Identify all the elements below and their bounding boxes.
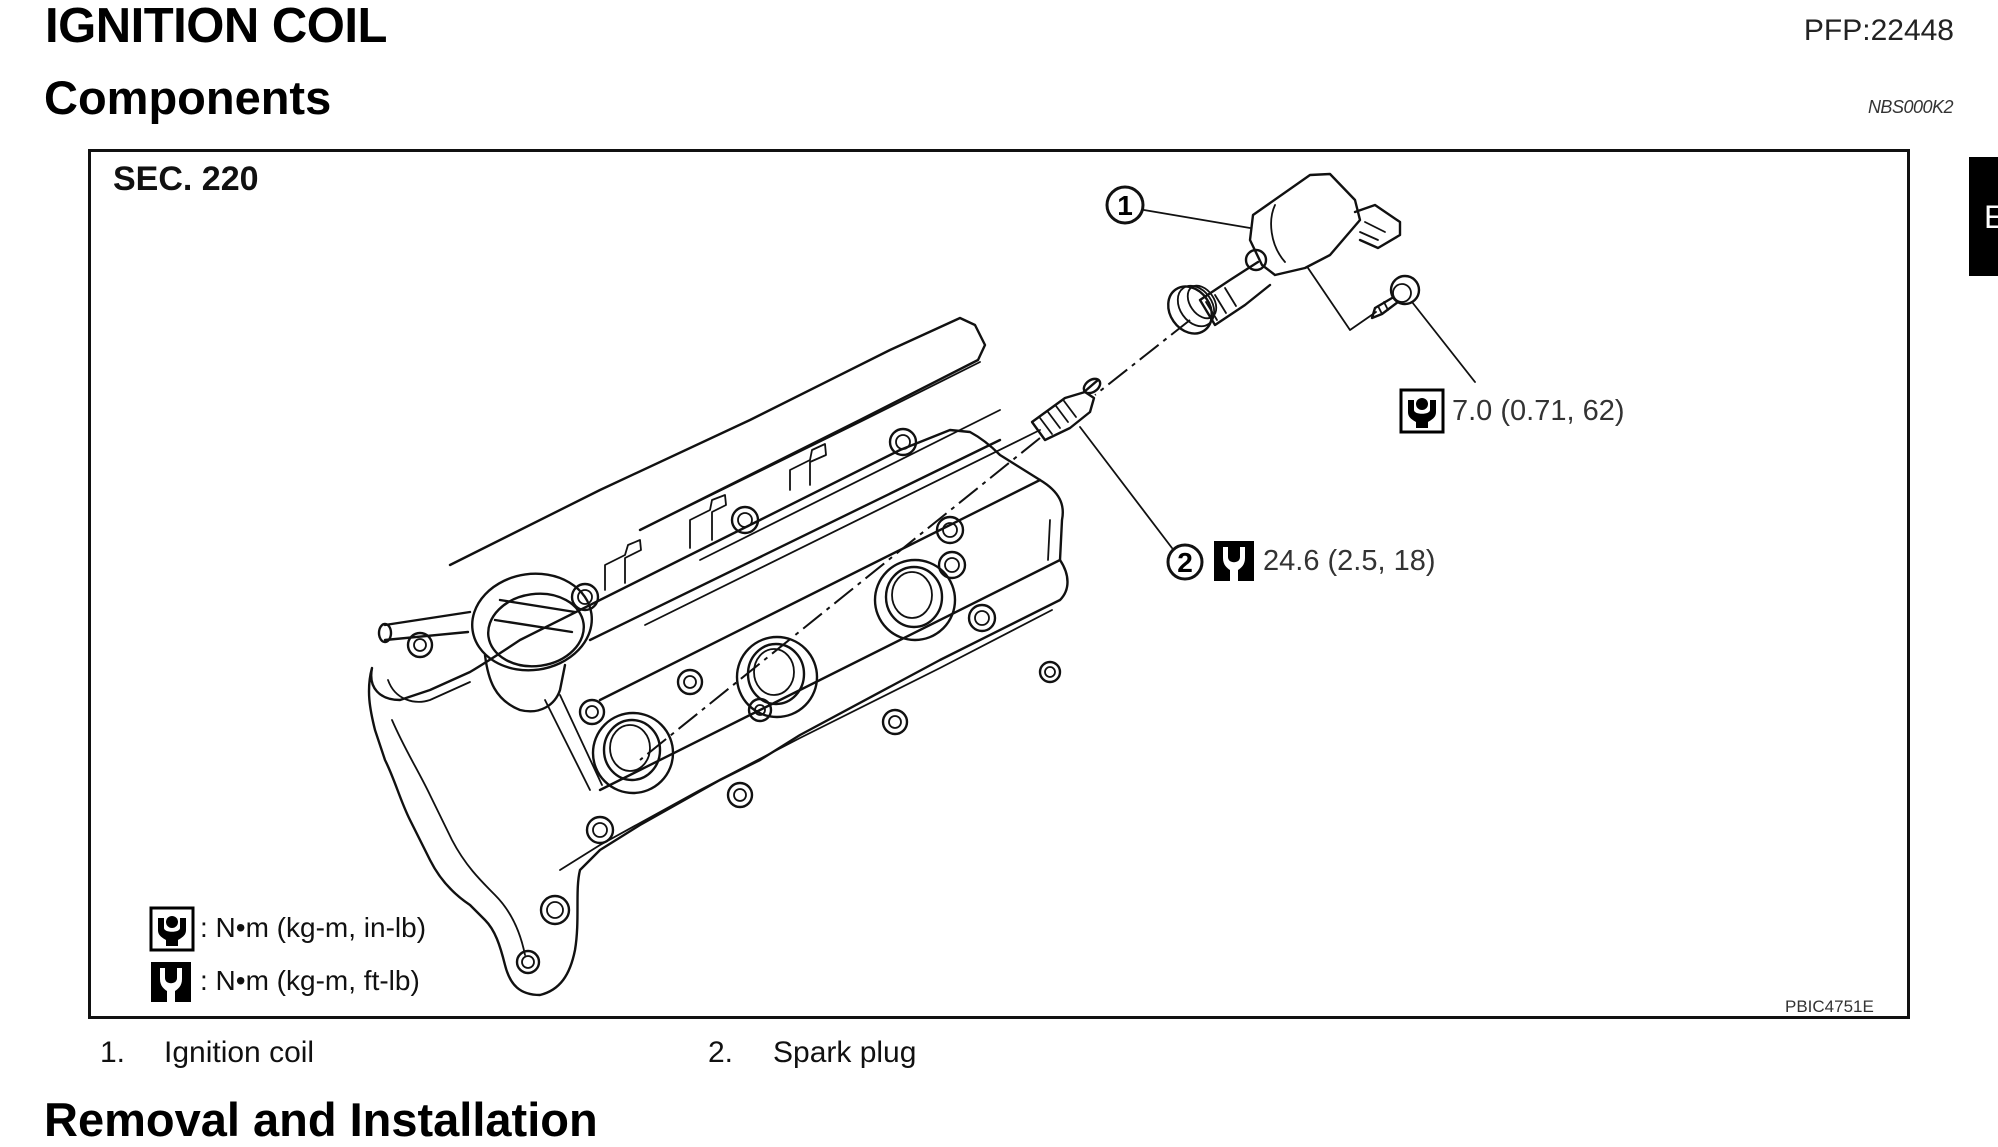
callout-1: 1 [1105, 185, 1251, 229]
ignition-coil-drawing [1167, 172, 1402, 335]
torque-in-lb-icon [1399, 388, 1445, 434]
figure-frame [88, 149, 1910, 1019]
figure-code: PBIC4751E [1785, 997, 1874, 1016]
assembly-centerline [639, 319, 1191, 761]
caption-2-number: 2. [708, 1036, 734, 1069]
side-section-tab[interactable]: E [1969, 157, 1998, 276]
bolt-leader [1411, 301, 1476, 383]
legend-ft-lb-text: : N•m (kg-m, ft-lb) [200, 965, 420, 996]
bolt-drawing [1370, 274, 1421, 320]
caption-1-number: 1. [100, 1036, 126, 1069]
section-title: IGNITION COIL [45, 0, 387, 53]
next-section-heading: Removal and Installation [44, 1093, 598, 1146]
valve-cover-drawing [367, 316, 1069, 997]
caption-2-label: Spark plug [773, 1036, 917, 1069]
plug-well [873, 558, 957, 642]
torque-ft-lb-icon [1214, 541, 1254, 581]
figure-section-label: SEC. 220 [113, 160, 259, 198]
callout-1-number: 1 [1117, 190, 1133, 221]
subsection-title: Components [44, 71, 332, 124]
pfp-code: PFP:22448 [1803, 14, 1954, 47]
document-id: NBS000K2 [1867, 97, 1954, 117]
spark-plug-torque-value: 24.6 (2.5, 18) [1263, 545, 1436, 577]
caption-1-label: Ignition coil [164, 1036, 315, 1069]
spark-plug-leader [1079, 426, 1173, 549]
components-illustration: 1 2 [149, 172, 1476, 1002]
side-tab-label: E [1984, 199, 1998, 235]
callout-2: 2 [1166, 543, 1204, 581]
plug-well [591, 711, 675, 795]
legend-torque-in-lb-icon [149, 906, 195, 952]
legend-in-lb-text: : N•m (kg-m, in-lb) [200, 912, 427, 943]
callout-2-number: 2 [1177, 547, 1193, 578]
bolt-torque-value: 7.0 (0.71, 62) [1452, 395, 1625, 427]
spark-plug-drawing [1030, 377, 1102, 442]
plug-well [735, 635, 819, 719]
legend-torque-ft-lb-icon [151, 962, 191, 1002]
